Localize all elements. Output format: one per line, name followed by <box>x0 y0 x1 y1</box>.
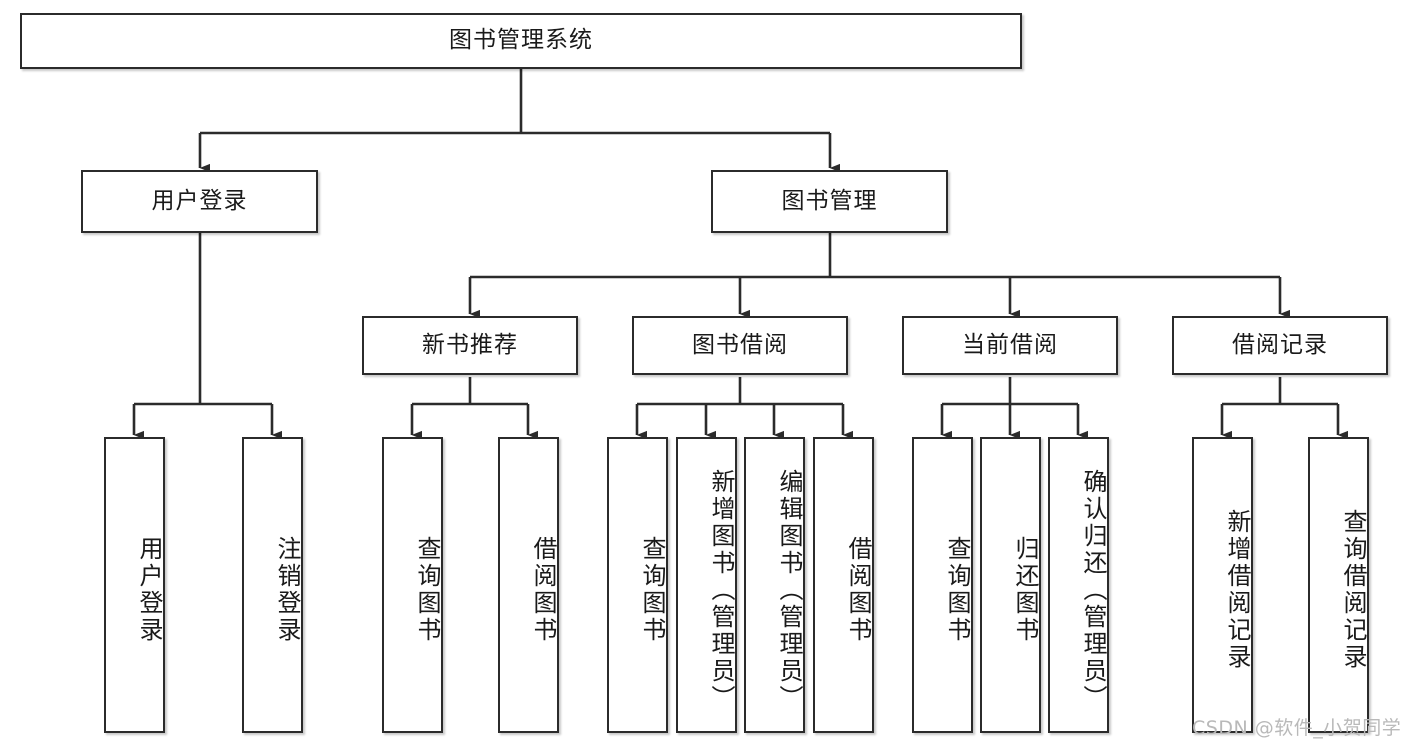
node-label: 查询图书 <box>413 536 441 644</box>
leaf-user-login-login[interactable]: 用户登录 <box>104 437 165 733</box>
node-label: 确认归还（管理员） <box>1079 468 1107 712</box>
csdn-watermark: CSDN @软件_小贺同学 <box>1192 717 1402 739</box>
leaf-current-borrow-return-book[interactable]: 归还图书 <box>980 437 1041 733</box>
node-borrow-record[interactable]: 借阅记录 <box>1172 316 1388 375</box>
node-label: 新增图书（管理员） <box>707 468 735 712</box>
leaf-borrow-record-add-record[interactable]: 新增借阅记录 <box>1192 437 1253 733</box>
node-current-borrow[interactable]: 当前借阅 <box>902 316 1118 375</box>
leaf-new-book-query-book[interactable]: 查询图书 <box>382 437 443 733</box>
node-label: 图书管理 <box>781 187 878 214</box>
node-label: 当前借阅 <box>962 331 1058 358</box>
node-label: 查询借阅记录 <box>1339 509 1367 671</box>
node-label: 图书管理系统 <box>449 27 593 54</box>
node-new-book-recommend[interactable]: 新书推荐 <box>362 316 578 375</box>
node-root-book-management-system[interactable]: 图书管理系统 <box>20 13 1022 69</box>
node-label: 用户登录 <box>135 536 163 644</box>
leaf-current-borrow-confirm-return-admin[interactable]: 确认归还（管理员） <box>1048 437 1109 733</box>
leaf-current-borrow-query-book[interactable]: 查询图书 <box>912 437 973 733</box>
leaf-borrow-record-query-record[interactable]: 查询借阅记录 <box>1308 437 1369 733</box>
leaf-book-borrow-add-book-admin[interactable]: 新增图书（管理员） <box>676 437 737 733</box>
node-label: 借阅图书 <box>529 536 557 644</box>
leaf-user-login-logout[interactable]: 注销登录 <box>242 437 303 733</box>
node-label: 查询图书 <box>638 536 666 644</box>
node-label: 新书推荐 <box>422 331 518 358</box>
node-label: 编辑图书（管理员） <box>775 468 803 712</box>
node-label: 注销登录 <box>273 536 301 644</box>
node-label: 借阅图书 <box>844 536 872 644</box>
node-label: 图书借阅 <box>692 331 788 358</box>
leaf-new-book-borrow-book[interactable]: 借阅图书 <box>498 437 559 733</box>
node-book-borrow[interactable]: 图书借阅 <box>632 316 848 375</box>
leaf-book-borrow-borrow-book[interactable]: 借阅图书 <box>813 437 874 733</box>
node-label: 新增借阅记录 <box>1223 509 1251 671</box>
leaf-book-borrow-edit-book-admin[interactable]: 编辑图书（管理员） <box>744 437 805 733</box>
node-label: 归还图书 <box>1011 536 1039 644</box>
node-user-login[interactable]: 用户登录 <box>81 170 318 233</box>
node-label: 查询图书 <box>943 536 971 644</box>
node-label: 借阅记录 <box>1232 331 1328 358</box>
leaf-book-borrow-query-book[interactable]: 查询图书 <box>607 437 668 733</box>
node-book-management[interactable]: 图书管理 <box>711 170 948 233</box>
node-label: 用户登录 <box>151 187 248 214</box>
